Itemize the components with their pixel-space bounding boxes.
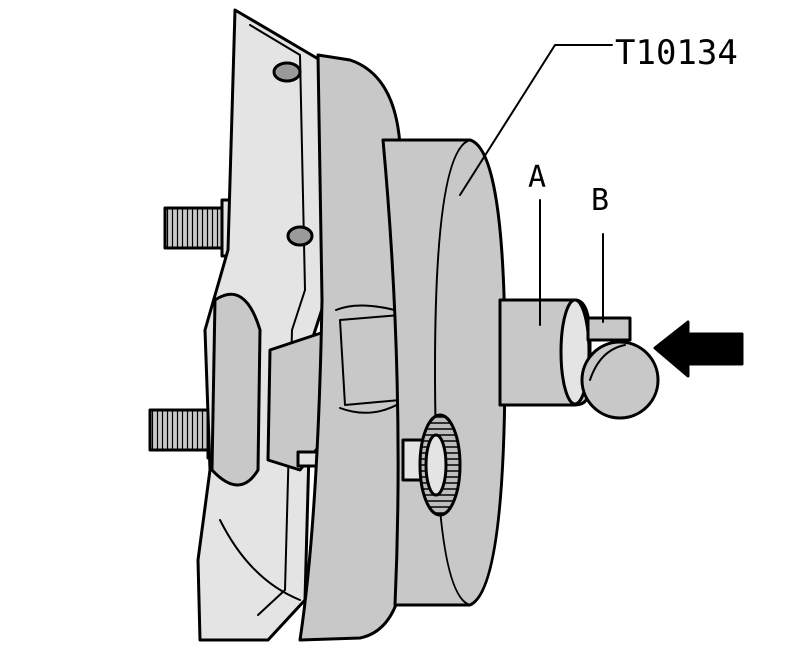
leader-line-t10134 <box>459 44 613 196</box>
label-tool-number: T10134 <box>615 33 738 73</box>
thrust-ball-b <box>580 316 660 420</box>
knurled-adjuster <box>401 413 462 517</box>
force-arrow-icon <box>653 320 744 378</box>
tool-base-disc <box>298 53 407 642</box>
spindle-a <box>498 298 592 407</box>
tool-body-cylinder <box>381 138 507 607</box>
label-a: A <box>528 160 546 195</box>
label-b: B <box>591 183 609 218</box>
